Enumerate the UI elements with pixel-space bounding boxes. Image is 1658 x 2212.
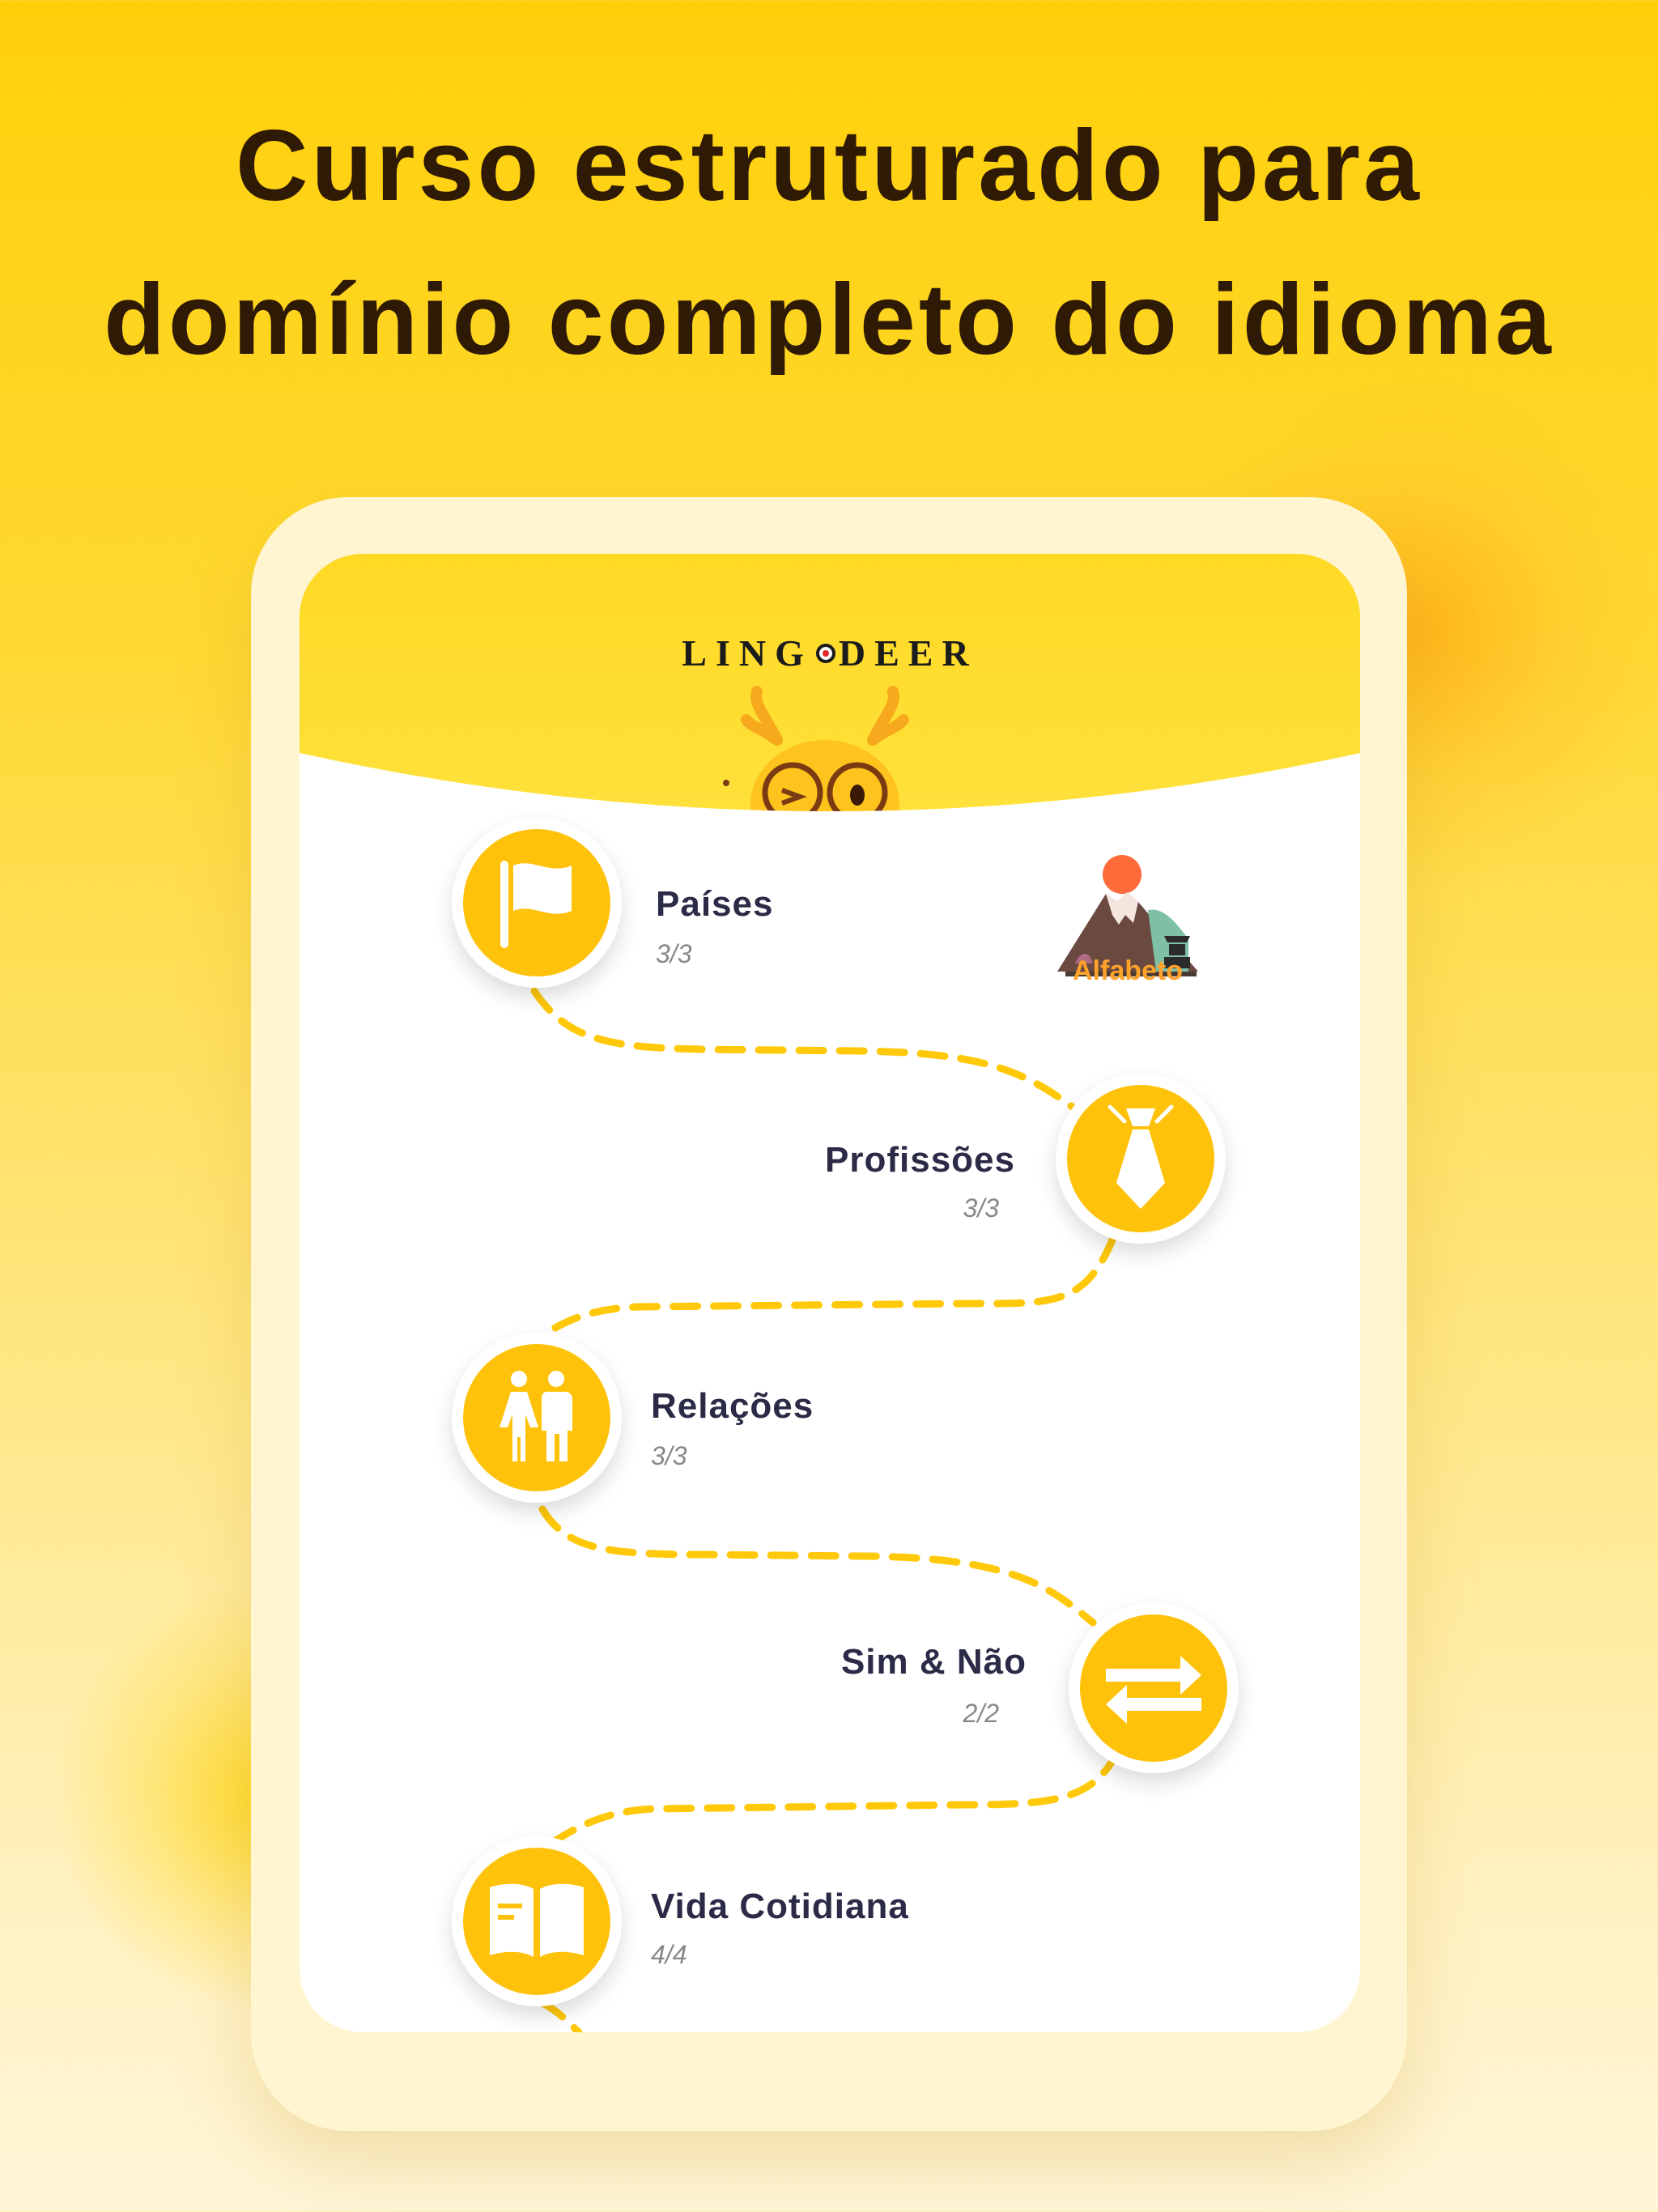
lesson-node-paises-inner: [463, 829, 610, 976]
lesson-node-relacoes-inner: [463, 1344, 610, 1491]
lesson-progress-sim-nao: 2/2: [963, 1699, 999, 1728]
lesson-progress-vida-cotidiana: 4/4: [651, 1940, 687, 1969]
lesson-path: [530, 987, 1121, 2032]
lesson-title-paises: Países: [656, 884, 774, 924]
people-icon: [500, 1371, 572, 1461]
lesson-title-vida-cotidiana: Vida Cotidiana: [651, 1887, 909, 1926]
flag-icon: [500, 861, 572, 948]
lesson-node-profissoes-inner: [1067, 1085, 1214, 1232]
lesson-node-profissoes[interactable]: [1056, 1074, 1226, 1244]
lesson-progress-relacoes: 3/3: [651, 1441, 687, 1470]
logo-text-right: DEER: [838, 632, 978, 674]
headline-line-1: Curso estruturado para: [235, 110, 1423, 222]
logo-text-left: LING: [682, 632, 813, 674]
book-icon: [490, 1883, 584, 1957]
lesson-node-relacoes[interactable]: [452, 1333, 622, 1503]
lesson-progress-profissoes: 3/3: [963, 1193, 999, 1223]
tablet-frame: LING DEER: [251, 497, 1407, 2131]
lesson-node-sim-nao[interactable]: [1069, 1603, 1239, 1773]
lesson-title-relacoes: Relações: [651, 1386, 814, 1426]
lesson-node-paises[interactable]: [452, 818, 622, 988]
lesson-title-profissoes: Profissões: [825, 1140, 1015, 1180]
lesson-title-sim-nao: Sim & Não: [840, 1642, 1027, 1682]
logo-eye-icon: [815, 644, 835, 664]
arrows-swap-icon: [1106, 1656, 1201, 1724]
headline: Curso estruturado para domínio completo …: [0, 89, 1658, 397]
headline-line-2: domínio completo do idioma: [104, 264, 1554, 376]
lesson-node-sim-nao-inner: [1080, 1614, 1227, 1762]
mount-fuji-icon[interactable]: [1043, 842, 1213, 1012]
app-screen: LING DEER: [300, 554, 1360, 2032]
lesson-progress-paises: 3/3: [656, 939, 692, 968]
lesson-node-vida-cotidiana-inner: [463, 1848, 610, 1995]
lingodeer-logo: LING DEER: [300, 632, 1360, 674]
tie-icon: [1107, 1104, 1174, 1209]
alfabeto-label[interactable]: Alfabeto: [1073, 955, 1183, 986]
lesson-node-vida-cotidiana[interactable]: [452, 1836, 622, 2006]
